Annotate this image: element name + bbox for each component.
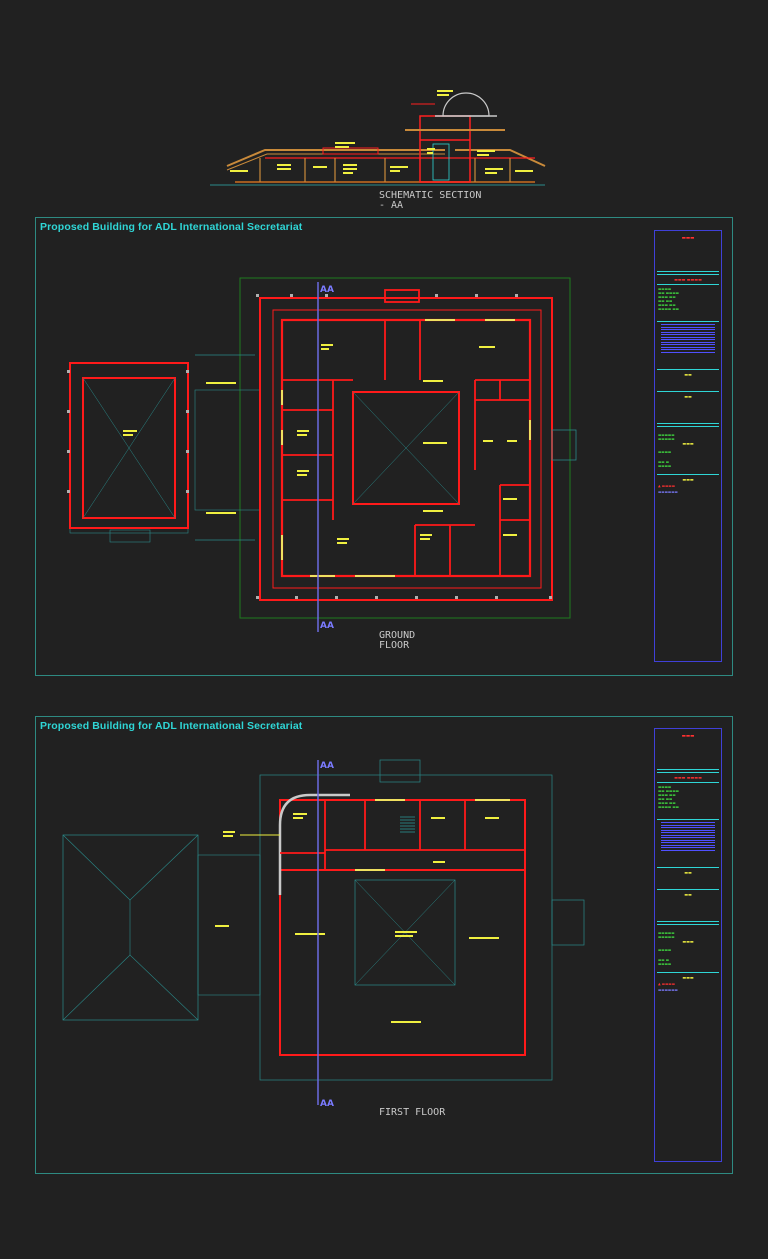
title-block-meta: ▬▬▬▬▬▬ ▬▬▬▬▬▬▬ ▬▬ ▬▬ ▬▬▬▬▬ ▬▬▬▬▬▬ ▬▬ <box>658 287 679 311</box>
section-marker-top: AA <box>320 761 334 771</box>
first-floor-plan <box>62 759 585 1081</box>
sheet-title: Proposed Building for ADL International … <box>40 221 303 233</box>
floor-caption: FIRST FLOOR <box>379 1107 446 1118</box>
title-block-client-label: ▬▬▬ <box>681 236 695 241</box>
section-marker-bottom: AA <box>320 621 334 631</box>
section-line-aa <box>317 282 319 632</box>
section-marker-top: AA <box>320 285 334 295</box>
title-block-title-label: ▬▬ <box>684 869 692 875</box>
title-block-title-label: ▬▬ <box>684 371 692 377</box>
title-block-meta: ▬▬▬▬▬▬ ▬▬▬▬▬▬▬ ▬▬ ▬▬ ▬▬▬▬▬ ▬▬▬▬▬▬ ▬▬ <box>658 785 679 809</box>
ground-floor-plan <box>67 277 577 619</box>
sheet-title: Proposed Building for ADL International … <box>40 720 303 732</box>
title-block: ▬▬▬ ▬▬▬ ▬▬▬▬ ▬▬▬▬▬▬ ▬▬▬▬▬▬▬ ▬▬ ▬▬ ▬▬▬▬▬ … <box>654 230 722 662</box>
sheet-frame-ground-floor <box>35 217 733 676</box>
section-marker-bottom: AA <box>320 1099 334 1109</box>
floor-caption: GROUND FLOOR <box>379 630 416 651</box>
title-block-coordinator: ▬▬▬ <box>682 476 694 482</box>
section-line-aa <box>317 760 319 1105</box>
title-block-project-marks: ▬▬▬ ▬▬▬▬ <box>674 775 702 780</box>
warning-logo: ▲ ▬▬▬▬ <box>658 981 676 986</box>
title-block: ▬▬▬ ▬▬▬ ▬▬▬▬ ▬▬▬▬▬▬ ▬▬▬▬▬▬▬ ▬▬ ▬▬ ▬▬▬▬▬ … <box>654 728 722 1162</box>
section-caption: SCHEMATIC SECTION - AA <box>379 190 482 211</box>
title-block-type-label: ▬▬ <box>684 393 692 399</box>
title-block-client-label: ▬▬▬ <box>681 734 695 739</box>
title-block-type-label: ▬▬ <box>684 891 692 897</box>
title-block-coordinator: ▬▬▬ <box>682 974 694 980</box>
warning-logo: ▲ ▬▬▬▬ <box>658 483 676 488</box>
title-block-consultant: ▬▬▬▬▬▬▬▬▬▬▬▬▬ ▬▬▬▬ ▬▬ ▬▬▬▬▬ <box>658 930 694 966</box>
schematic-section-drawing <box>210 90 546 186</box>
title-block-consultant: ▬▬▬▬▬▬▬▬▬▬▬▬▬ ▬▬▬▬ ▬▬ ▬▬▬▬▬ <box>658 432 694 468</box>
title-block-project-marks: ▬▬▬ ▬▬▬▬ <box>674 277 702 282</box>
sheet-frame-first-floor <box>35 716 733 1174</box>
